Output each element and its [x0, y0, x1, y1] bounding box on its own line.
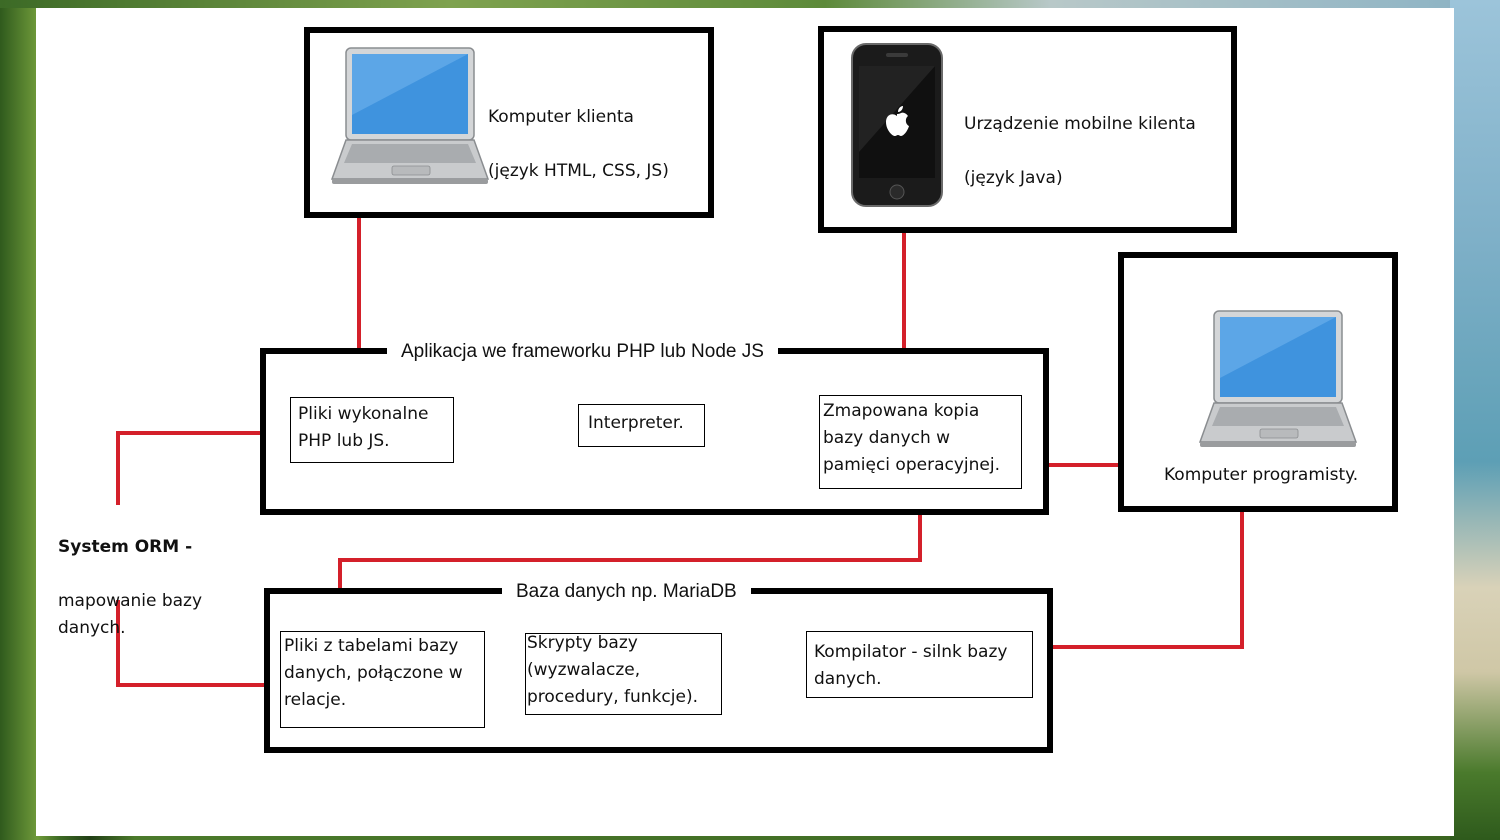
node-mapped-copy-label: Zmapowana kopia bazy danych w pamięci op… [823, 401, 1000, 475]
mobile-device-detail: (język Java) [964, 168, 1063, 188]
laptop-icon [330, 47, 490, 184]
orm-note-bold: System ORM [58, 537, 180, 557]
group-database-title: Baza danych np. MariaDB [502, 580, 751, 604]
orm-note-text: mapowanie bazy danych. [58, 591, 203, 638]
node-mobile-device: Urządzenie mobilne kilenta (język Java) [818, 26, 1237, 233]
node-scripts: Skrypty bazy (wyzwalacze, procedury, fun… [525, 633, 722, 715]
node-interpreter: Interpreter. [578, 404, 705, 447]
node-scripts-label: Skrypty bazy (wyzwalacze, procedury, fun… [527, 633, 698, 707]
programmer-computer-title: Komputer programisty. [1164, 465, 1359, 485]
node-compiler: Kompilator - silnk bazy danych. [806, 631, 1033, 698]
connector-orm-bottom [116, 600, 268, 687]
mobile-device-label: Urządzenie mobilne kilenta (język Java) [964, 84, 1196, 219]
node-client-computer: Komputer klienta (język HTML, CSS, JS) [304, 27, 714, 218]
background-top [0, 0, 1500, 8]
client-computer-label: Komputer klienta (język HTML, CSS, JS) [488, 77, 669, 212]
node-mapped-copy: Zmapowana kopia bazy danych w pamięci op… [819, 395, 1022, 489]
background-right-landscape [1450, 0, 1500, 840]
node-interpreter-label: Interpreter. [588, 413, 684, 433]
group-application-title: Aplikacja we frameworku PHP lub Node JS [387, 340, 778, 364]
node-executables-label: Pliki wykonalne PHP lub JS. [298, 404, 429, 451]
orm-note-dash: - [179, 537, 193, 557]
apple-logo-icon [886, 106, 909, 136]
node-programmer-computer: Komputer programisty. [1118, 252, 1398, 512]
node-tables: Pliki z tabelami bazy danych, połączone … [280, 631, 485, 728]
connector-orm-top [116, 431, 262, 505]
laptop-icon [1198, 310, 1358, 447]
smartphone-icon [851, 43, 943, 207]
connector-programmer-to-compiler [1048, 508, 1244, 649]
orm-note: System ORM - mapowanie bazy danych. [58, 507, 202, 669]
node-tables-label: Pliki z tabelami bazy danych, połączone … [284, 636, 463, 710]
client-computer-detail: (język HTML, CSS, JS) [488, 161, 669, 181]
mobile-device-title: Urządzenie mobilne kilenta [964, 114, 1196, 134]
node-executables: Pliki wykonalne PHP lub JS. [290, 397, 454, 463]
client-computer-title: Komputer klienta [488, 107, 634, 127]
node-compiler-label: Kompilator - silnk bazy danych. [814, 642, 1008, 689]
orm-note-heading: System ORM - [58, 534, 202, 561]
